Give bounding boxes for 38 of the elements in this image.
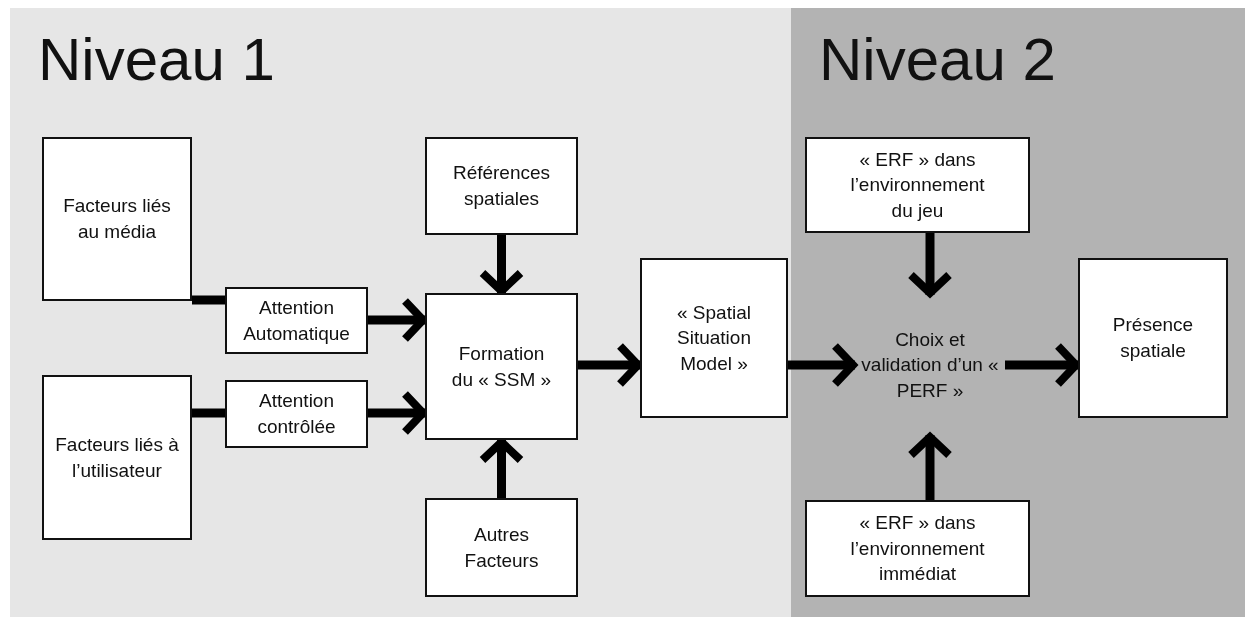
process-box <box>805 137 1030 233</box>
process-box <box>640 258 788 418</box>
panel-heading: Niveau 2 <box>819 30 1056 90</box>
process-box <box>225 380 368 448</box>
box-text: Formation du « SSM » <box>451 341 552 392</box>
process-box <box>425 137 578 235</box>
box-text: « ERF » dans l’environnement immédiat <box>849 511 986 587</box>
process-box <box>225 287 368 354</box>
arrow <box>907 433 953 500</box>
arrow <box>478 235 525 295</box>
panel-heading: Niveau 1 <box>38 30 275 90</box>
process-box <box>42 137 192 301</box>
box-text: Références spatiales <box>451 161 552 211</box>
arrow <box>1005 342 1080 388</box>
arrow <box>368 390 427 436</box>
connector-line <box>192 408 225 418</box>
box-text: « Spatial Situation Model » <box>676 300 752 376</box>
box-text: Facteurs liés au média <box>62 194 172 244</box>
arrow <box>907 233 953 297</box>
box-text: Autres Facteurs <box>463 522 540 573</box>
box-text: Attention contrôlée <box>256 389 337 439</box>
box-text: « ERF » dans l’environnement du jeu <box>849 147 986 223</box>
process-box <box>42 375 192 540</box>
box-text: Facteurs liés à l’utilisateur <box>54 432 180 483</box>
arrow <box>478 438 525 498</box>
arrow <box>368 297 427 343</box>
box-text: Attention Automatique <box>242 295 351 346</box>
panel-band <box>791 8 1245 617</box>
process-box <box>425 293 578 440</box>
process-box <box>805 500 1030 597</box>
connector-line <box>192 295 225 305</box>
box-text: Présence spatiale <box>1111 313 1195 363</box>
process-box <box>425 498 578 597</box>
process-box <box>1078 258 1228 418</box>
arrow <box>788 342 857 388</box>
panel-band <box>10 8 791 617</box>
arrow <box>578 342 642 388</box>
box-text: Choix et validation d’un « PERF » <box>860 327 1000 403</box>
